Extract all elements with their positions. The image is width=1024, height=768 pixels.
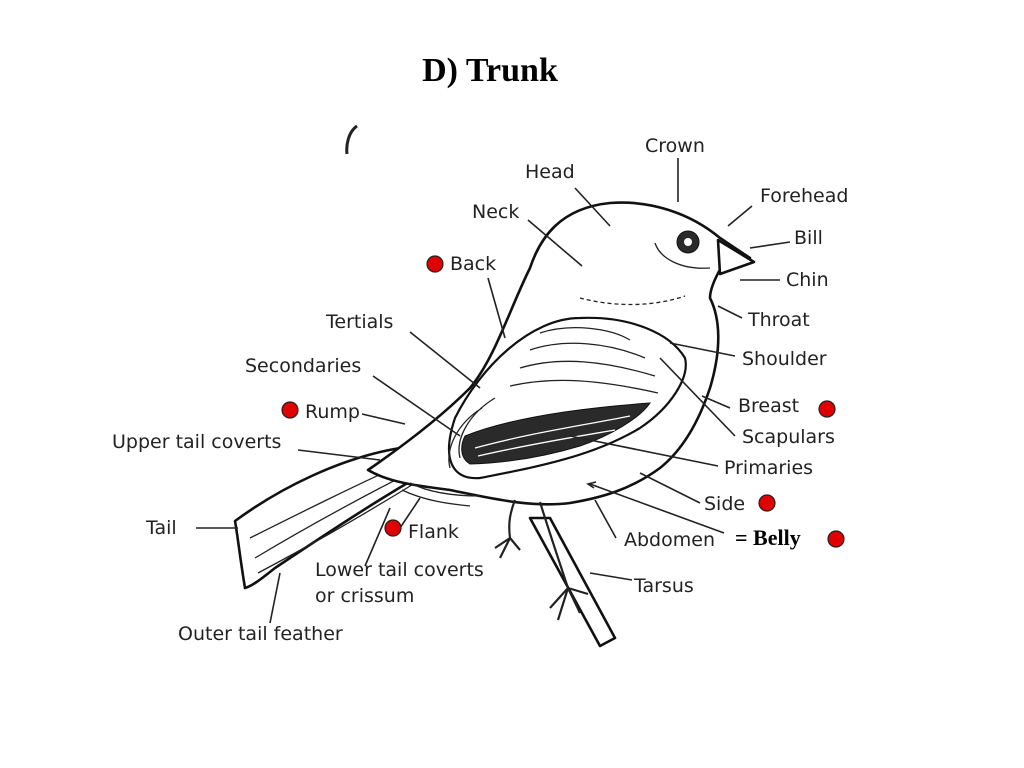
label-back: Back [450, 253, 496, 275]
marker-back [426, 255, 444, 273]
label-tertials: Tertials [325, 311, 393, 333]
label-flank: Flank [408, 521, 459, 543]
label-lower-tail-coverts: Lower tail coverts [315, 559, 484, 581]
label-abdomen: Abdomen [624, 529, 715, 551]
label-side: Side [704, 493, 745, 515]
bird-anatomy-diagram: Crown Head Forehead Neck Bill Back Chin … [112, 124, 848, 648]
label-shoulder: Shoulder [742, 348, 827, 370]
label-tarsus: Tarsus [633, 575, 694, 597]
label-crissum: or crissum [315, 585, 414, 607]
label-chin: Chin [786, 269, 829, 291]
belly-annotation: = Belly [735, 525, 801, 550]
label-secondaries: Secondaries [245, 355, 361, 377]
label-upper-tail-coverts: Upper tail coverts [112, 431, 281, 453]
perch-branch [528, 516, 617, 648]
wing-covert-lines [509, 327, 659, 394]
label-crown: Crown [645, 135, 705, 157]
label-throat: Throat [747, 309, 810, 331]
label-breast: Breast [738, 395, 799, 417]
label-scapulars: Scapulars [742, 426, 835, 448]
label-tail: Tail [145, 517, 177, 539]
leader-lines [196, 158, 791, 624]
neck-boundary [579, 295, 686, 306]
tertial-lines [448, 397, 496, 469]
leg-right [538, 501, 589, 621]
marker-belly [827, 530, 845, 548]
undertail-lines [401, 482, 481, 507]
marker-rump [281, 401, 299, 419]
label-rump: Rump [305, 401, 360, 423]
marker-flank [384, 519, 402, 537]
bill [716, 238, 756, 276]
leg-left [494, 499, 521, 559]
cheek-line [654, 242, 711, 269]
label-forehead: Forehead [760, 185, 848, 207]
branch-stub [345, 124, 358, 155]
label-primaries: Primaries [724, 457, 813, 479]
label-neck: Neck [472, 201, 519, 223]
marker-breast [818, 400, 836, 418]
label-head: Head [525, 161, 575, 183]
tail [233, 446, 432, 590]
label-outer-tail-feather: Outer tail feather [178, 623, 343, 645]
slide-title: D) Trunk [422, 52, 558, 89]
marker-side [758, 494, 776, 512]
label-bill: Bill [794, 227, 823, 249]
